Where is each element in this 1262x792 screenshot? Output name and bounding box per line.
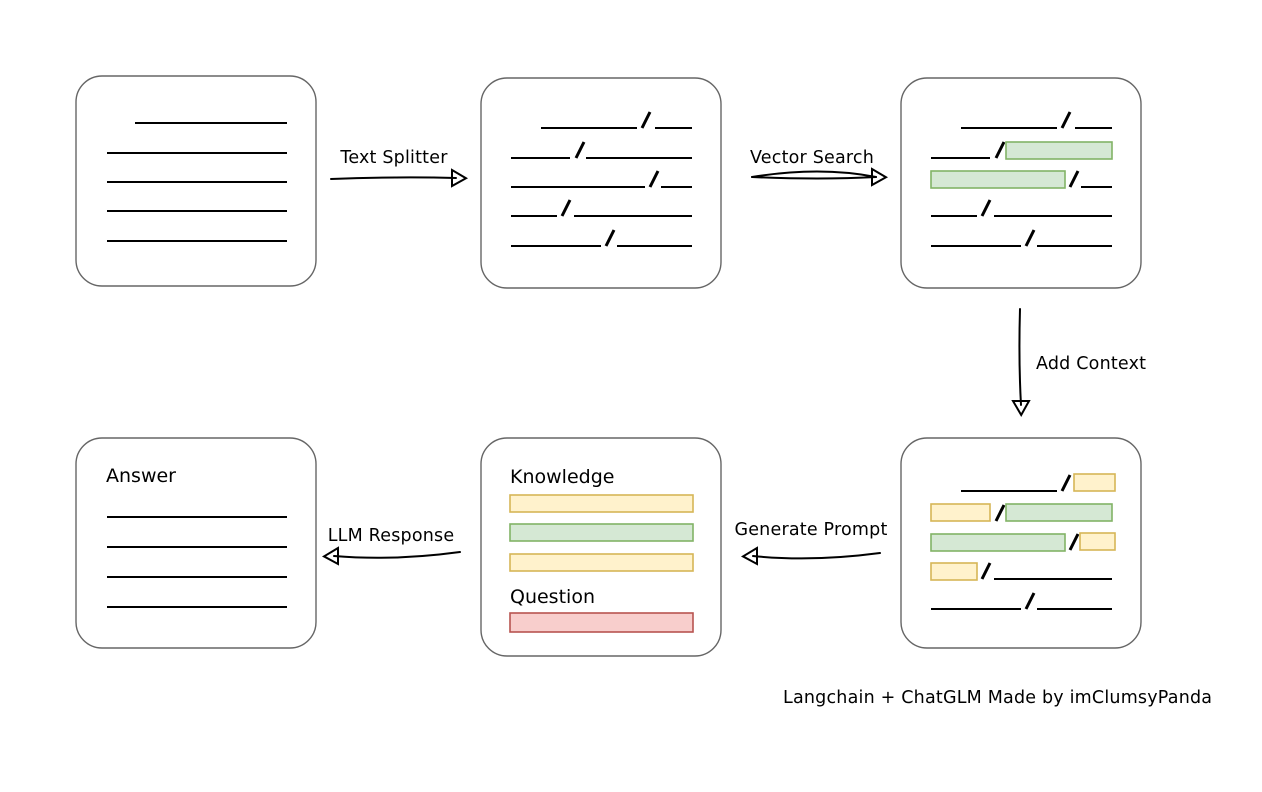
node-source-document[interactable] [75, 75, 317, 287]
vector-search-arrow-head [871, 167, 889, 187]
prompt-box[interactable] [480, 437, 722, 657]
edge-add-context: Add Context [1011, 308, 1146, 418]
generate-prompt-arrow-line [752, 552, 881, 560]
edge-label-add-context: Add Context [1036, 354, 1146, 374]
node-matched-chunks[interactable] [900, 77, 1142, 289]
context-chunks-line-4-left-highlight[interactable] [930, 562, 978, 581]
answer-label: Answer [106, 465, 176, 487]
context-chunks-line-3-left-highlight[interactable] [930, 533, 1066, 552]
add-context-arrow-head [1011, 400, 1031, 418]
vector-search-arrow-line-lower [751, 176, 877, 180]
answer-box[interactable] [75, 437, 317, 649]
split-chunks-line-4-slash [560, 199, 572, 217]
prompt-question-label: Question [510, 586, 595, 608]
prompt-bar-knowledge-1[interactable] [509, 494, 694, 513]
edge-llm-response: LLM Response [321, 526, 461, 566]
text-splitter-arrow-line [330, 176, 457, 180]
prompt-knowledge-label: Knowledge [510, 466, 614, 488]
prompt-bar-question-1[interactable] [509, 612, 694, 633]
prompt-bar-knowledge-3[interactable] [509, 553, 694, 572]
add-context-arrow-line [1018, 308, 1022, 406]
prompt-bar-knowledge-2[interactable] [509, 523, 694, 542]
matched-chunks-line-4-slash [980, 199, 992, 217]
context-chunks-line-2-left-highlight[interactable] [930, 503, 991, 522]
matched-chunks-line-1-slash [1060, 111, 1072, 129]
split-chunks-line-1-slash [640, 111, 652, 129]
edge-label-text-splitter: Text Splitter [339, 148, 448, 168]
split-chunks-line-5-slash [604, 229, 616, 247]
edge-label-llm-response: LLM Response [328, 526, 455, 546]
split-chunks-line-2-slash [574, 141, 586, 159]
edge-vector-search: Vector Search [750, 148, 889, 187]
diagram-caption: Langchain + ChatGLM Made by imClumsyPand… [783, 688, 1212, 708]
matched-chunks-line-3-left-highlight[interactable] [930, 170, 1066, 189]
context-chunks-line-1-right-highlight[interactable] [1073, 473, 1116, 492]
llm-response-arrow-line [333, 551, 461, 559]
text-splitter-arrow-head [451, 168, 469, 188]
context-chunks-line-4-slash [980, 562, 992, 580]
edge-label-vector-search: Vector Search [750, 148, 874, 168]
context-chunks-line-2-right-highlight[interactable] [1005, 503, 1113, 522]
context-chunks-line-3-slash [1068, 533, 1080, 551]
matched-chunks-line-5-slash [1024, 229, 1036, 247]
split-chunks-line-3-slash [648, 170, 660, 188]
generate-prompt-arrow-head [740, 546, 758, 566]
edge-generate-prompt: Generate Prompt [734, 520, 887, 566]
matched-chunks-line-2-slash [994, 141, 1006, 159]
matched-chunks-line-3-slash [1068, 170, 1080, 188]
edge-label-generate-prompt: Generate Prompt [734, 520, 887, 540]
node-split-chunks[interactable] [480, 77, 722, 289]
context-chunks-line-2-slash [994, 504, 1006, 522]
matched-chunks-line-2-right-highlight[interactable] [1005, 141, 1113, 160]
node-context-chunks[interactable] [900, 437, 1142, 649]
split-chunks-box[interactable] [480, 77, 722, 289]
vector-search-arrow-line-upper [751, 170, 877, 178]
node-prompt[interactable]: Knowledge Question [480, 437, 722, 657]
llm-response-arrow-head [321, 546, 339, 566]
context-chunks-line-5-slash [1024, 592, 1036, 610]
context-chunks-line-3-right-highlight[interactable] [1079, 532, 1116, 551]
edge-text-splitter: Text Splitter [330, 148, 469, 188]
context-chunks-line-1-slash [1060, 474, 1072, 492]
node-answer[interactable]: Answer [75, 437, 317, 649]
